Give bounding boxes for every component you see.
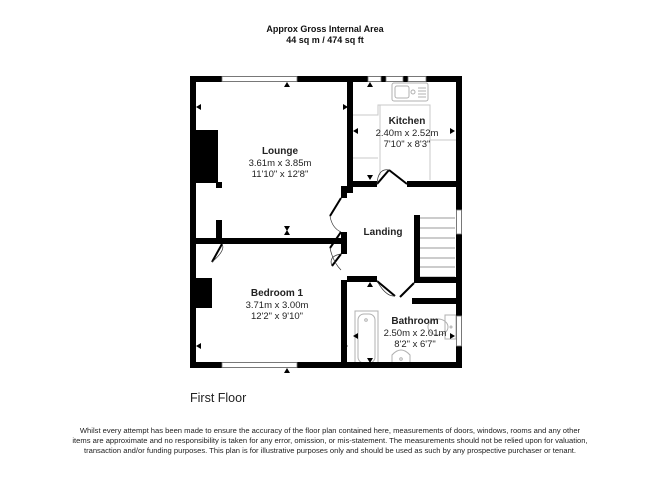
room-name: Landing: [363, 227, 403, 238]
area-title: Approx Gross Internal Area: [266, 24, 384, 34]
windows: [221, 76, 462, 368]
floor-label: First Floor: [190, 391, 247, 405]
room-bathroom: Bathroom 2.50m x 2.01m 8'2" x 6'7": [370, 316, 460, 351]
door-swings: [211, 169, 396, 297]
room-kitchen: Kitchen 2.40m x 2.52m 7'10" x 8'3": [360, 116, 454, 151]
room-size-metric: 2.50m x 2.01m: [383, 327, 447, 339]
room-name: Bedroom 1: [250, 288, 304, 299]
area-header: Approx Gross Internal Area 44 sq m / 474…: [0, 24, 650, 46]
kitchen-worktop: [353, 104, 456, 180]
room-size-metric: 3.61m x 3.85m: [248, 157, 312, 169]
area-value: 44 sq m / 474 sq ft: [286, 35, 364, 45]
washbasin-icon: [391, 349, 411, 367]
room-size-imperial: 7'10" x 8'3": [383, 139, 431, 150]
room-lounge: Lounge 3.61m x 3.85m 11'10" x 12'8": [230, 146, 330, 181]
room-size-imperial: 11'10" x 12'8": [251, 169, 309, 180]
room-size-metric: 3.71m x 3.00m: [245, 299, 309, 311]
room-name: Kitchen: [388, 116, 426, 127]
doors: [211, 169, 415, 298]
room-size-imperial: 12'2" x 9'10": [250, 311, 304, 322]
dimension-arrows: [196, 82, 455, 373]
room-bedroom-1: Bedroom 1 3.71m x 3.00m 12'2" x 9'10": [218, 288, 336, 323]
room-name: Lounge: [261, 146, 299, 157]
disclaimer-text: Whilst every attempt has been made to en…: [72, 426, 588, 456]
room-size-imperial: 8'2" x 6'7": [394, 339, 436, 350]
room-size-metric: 2.40m x 2.52m: [375, 127, 439, 139]
room-name: Bathroom: [391, 316, 439, 327]
room-landing: Landing: [355, 227, 411, 239]
sink-icon: [391, 82, 429, 102]
staircase: [420, 217, 455, 278]
